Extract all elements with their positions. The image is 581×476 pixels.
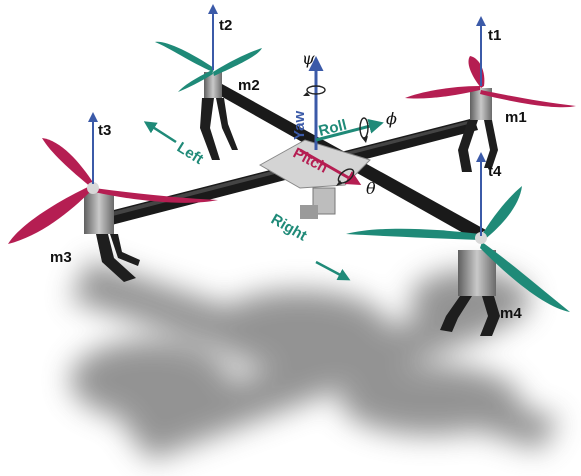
motor-label-m3: m3: [50, 249, 72, 266]
left-label: Left: [174, 139, 206, 168]
pitch-axis: [299, 148, 362, 186]
roll-label: Roll: [317, 117, 349, 140]
motor-label-m2: m2: [238, 77, 260, 94]
motor-m4: [440, 250, 500, 336]
psi-angle-label: ψ: [302, 49, 315, 68]
motor-m1: [458, 88, 498, 172]
theta-angle-label: θ: [366, 179, 376, 198]
roll-axis: [315, 117, 384, 143]
motor-label-m4: m4: [500, 305, 522, 322]
motor-m3: [84, 192, 140, 282]
right-direction: [315, 260, 351, 281]
motor-label-m1: m1: [505, 109, 527, 126]
ground-shadow: [70, 260, 560, 460]
left-direction: [143, 121, 177, 144]
yaw-axis: [303, 56, 326, 150]
propeller-m3: [8, 138, 218, 244]
thrust-label-t4: t4: [488, 163, 502, 180]
thrust-arrows: [88, 4, 486, 236]
phi-angle-label: ϕ: [386, 109, 397, 128]
thrust-label-t2: t2: [219, 17, 232, 34]
propeller-m2: [155, 41, 262, 92]
propeller-m4: [346, 186, 570, 312]
thrust-label-t3: t3: [98, 122, 111, 139]
motor-m2: [200, 72, 238, 160]
thrust-label-t1: t1: [488, 27, 501, 44]
yaw-label: Yaw: [291, 110, 308, 140]
